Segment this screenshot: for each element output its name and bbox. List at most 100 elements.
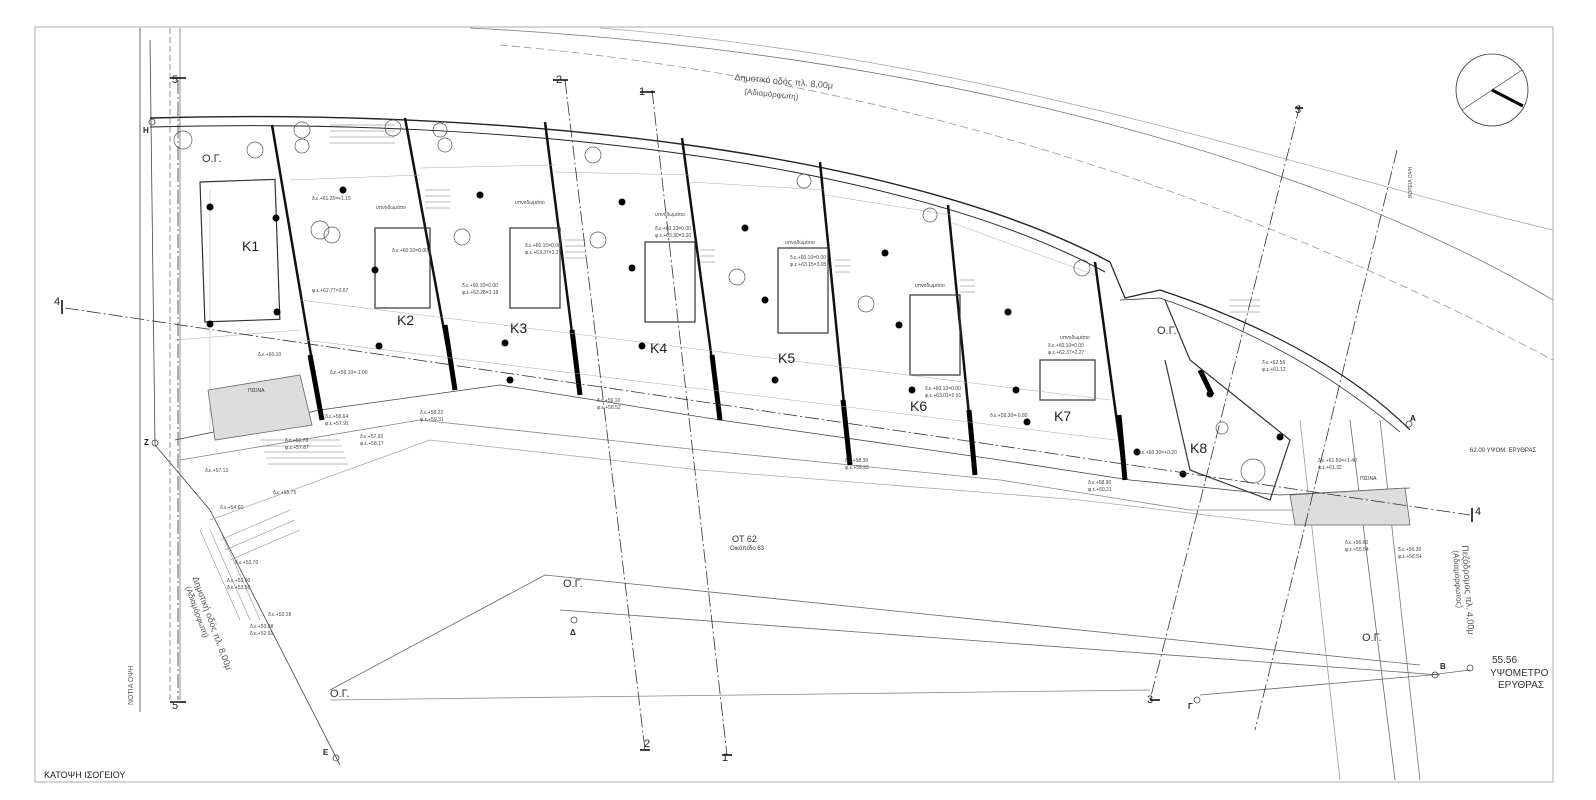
elevation-note: δ.ε.+61.25=+1.15 (312, 196, 351, 202)
pool-label: ΠΙΣΙΝΑ (1360, 476, 1377, 482)
elevation-note: δ.ε.+59.10 (597, 398, 621, 404)
point-label: Δ (570, 628, 576, 637)
section-number: 5 (172, 74, 179, 86)
drawing-title: ΚΑΤΟΨΗ ΙΣΟΓΕΙΟΥ (44, 770, 126, 780)
section-number: 1 (722, 752, 729, 764)
og-label: Ο.Γ. (563, 578, 583, 590)
room-label: υπνοδωμάτιο (655, 212, 685, 218)
og-label: Ο.Γ. (202, 153, 222, 165)
reference-side: 62.00 ΥΨΟΜ. ΕΡΥΘΡΑΣ (1470, 448, 1537, 454)
elevation-note: δ.ε.+58.30 (845, 458, 869, 464)
elevation-note: δ.ε.+52.91 (250, 631, 274, 637)
elevation-note: φ.ε.+55.54 (1345, 547, 1369, 553)
elevation-note: δ.ε.+56.60 (1345, 540, 1369, 546)
point-label: Α (1410, 414, 1416, 423)
elevation-note: φ.ε.+57.87 (285, 445, 309, 451)
point-label: Ζ (144, 438, 149, 447)
section-number: 3 (1147, 694, 1154, 706)
section-line-3 (1149, 104, 1301, 701)
elevation-note: δ.ε.+61.50=+1.40 (1318, 458, 1357, 464)
north-arrow-icon (1455, 53, 1529, 127)
unit-label: K6 (910, 398, 928, 414)
elevation-note: φ.ε.+63.30=3.20 (655, 233, 692, 239)
elevation-note: δ.ε.+55.75 (273, 490, 297, 496)
elevation-note: δ.ε.+56.30 (1398, 547, 1422, 553)
block-label: ΟΤ 62 (732, 534, 757, 544)
elevation-note: φ.ε.+58.52 (597, 405, 621, 411)
point-label: Γ (1188, 702, 1193, 711)
room-label: υπνοδωμάτιο (376, 205, 406, 211)
elevation-note: φ.ε.+62.77=2.67 (312, 288, 349, 294)
unit-label: K1 (242, 238, 260, 254)
unit-label: K4 (650, 340, 668, 356)
unit-label: K7 (1054, 408, 1072, 424)
pool-area (207, 374, 313, 441)
room-label: υπνοδωμάτιο (515, 200, 545, 206)
elevation-note: φ.ε.+63.37=3.27 (525, 250, 562, 256)
sheet-frame (34, 26, 1554, 783)
elevation-note: δ.ε.+58.22 (420, 410, 444, 416)
elevation-note: φ.ε.+63.28=3.18 (462, 290, 499, 296)
elevation-note: δ.ε.+60.30=+0.20 (1138, 450, 1177, 456)
reference-line2: ΕΡΥΘΡΑΣ (1498, 680, 1545, 691)
elevation-note: δ.ε.+60.10=0.00 (462, 283, 498, 289)
pool-label: ΠΙΣΙΝΑ (248, 388, 265, 394)
elevation-note: φ.ε.+57.91 (325, 421, 349, 427)
elevation-note: φ.ε.+58.17 (360, 441, 384, 447)
elevation-note: δ.ε.+59.30=-0.80 (990, 413, 1028, 419)
elevation-note: φ.ε.+59.31 (420, 417, 444, 423)
section-number: 2 (644, 738, 651, 750)
elevation-note: δ.ε.+62.56 (1262, 360, 1286, 366)
point-label: Β (1440, 662, 1446, 671)
elevation-note: δ.ε.+60.10=0.00 (1048, 343, 1084, 349)
elevation-note: φ.ε.+61.32 (1318, 465, 1342, 471)
elevation-note: φ.ε.+61.12 (1262, 367, 1286, 373)
reference-line1: ΥΨΟΜΕΤΡΟ (1490, 668, 1549, 679)
elevation-note: δ.ε.+58.64 (325, 414, 349, 420)
elevation-note: δ.ε.+53.08 (250, 624, 274, 630)
east-view-label: ΒΟΡΕΙΑ ΟΨΗ (1408, 166, 1414, 198)
unit-label: K8 (1190, 440, 1208, 456)
elevation-note: δ.ε.+60.10=0.00 (790, 255, 826, 261)
section-number: 4 (1475, 506, 1482, 518)
elevation-note: δ.ε.+58.90 (1088, 480, 1112, 486)
elevation-note: φ.ε.+62.37=2.27 (1048, 350, 1085, 356)
room-label: υπνοδωμάτιο (1060, 335, 1090, 341)
og-label: Ο.Γ. (330, 688, 350, 700)
elevation-note: δ.ε.+53.60 (227, 578, 251, 584)
elevation-note: δ.ε.+53.18 (268, 612, 292, 618)
block-sublabel: Οικόπεδο 63 (730, 546, 765, 552)
elevation-note: δ.ε.+57.93 (360, 434, 384, 440)
elevation-note: δ.ε.+60.10=0.00 (525, 243, 561, 249)
section-line-1 (651, 89, 728, 756)
section-line-4 (64, 307, 1471, 516)
point-label: Η (143, 126, 149, 135)
section-number: 4 (54, 296, 61, 308)
elevation-note: δ.ε.+56.73 (285, 438, 309, 444)
section-number: 3 (1295, 104, 1302, 116)
unit-label: K5 (778, 350, 796, 366)
room-label: υπνοδωμάτιο (785, 240, 815, 246)
elevation-note: δ.ε.+60.10=0.00 (925, 386, 961, 392)
elevation-note: φ.ε.+63.01=2.91 (925, 393, 962, 399)
elevation-note: δ.ε.+53.50 (227, 585, 251, 591)
elevation-note: δ.ε.+54.60 (220, 505, 244, 511)
elevation-note: δ.ε.+59.10=-1.00 (330, 370, 368, 376)
og-label: Ο.Γ. (1157, 325, 1177, 337)
elevation-note: δ.ε.+60.10=0.00 (392, 248, 428, 254)
unit-label: K2 (397, 312, 415, 328)
reference-value: 55.56 (1492, 655, 1518, 666)
elevation-note: δ.ε.+60.10 (258, 352, 282, 358)
elevation-note: φ.ε.+58.93 (845, 465, 869, 471)
elevation-note: φ.ε.+60.21 (1088, 487, 1112, 493)
south-view-label: ΝΟΤΙΑ ΟΨΗ (128, 665, 135, 705)
elevation-note: δ.ε.+60.10=0.00 (655, 226, 691, 232)
elevation-note: δ.ε.+53.70 (235, 560, 259, 566)
room-label: υπνοδωμάτιο (915, 283, 945, 289)
section-number: 1 (639, 86, 646, 98)
section-number: 2 (556, 74, 563, 86)
og-label: Ο.Γ. (1362, 632, 1382, 644)
unit-label: K3 (510, 320, 528, 336)
section-number: 5 (172, 700, 179, 712)
